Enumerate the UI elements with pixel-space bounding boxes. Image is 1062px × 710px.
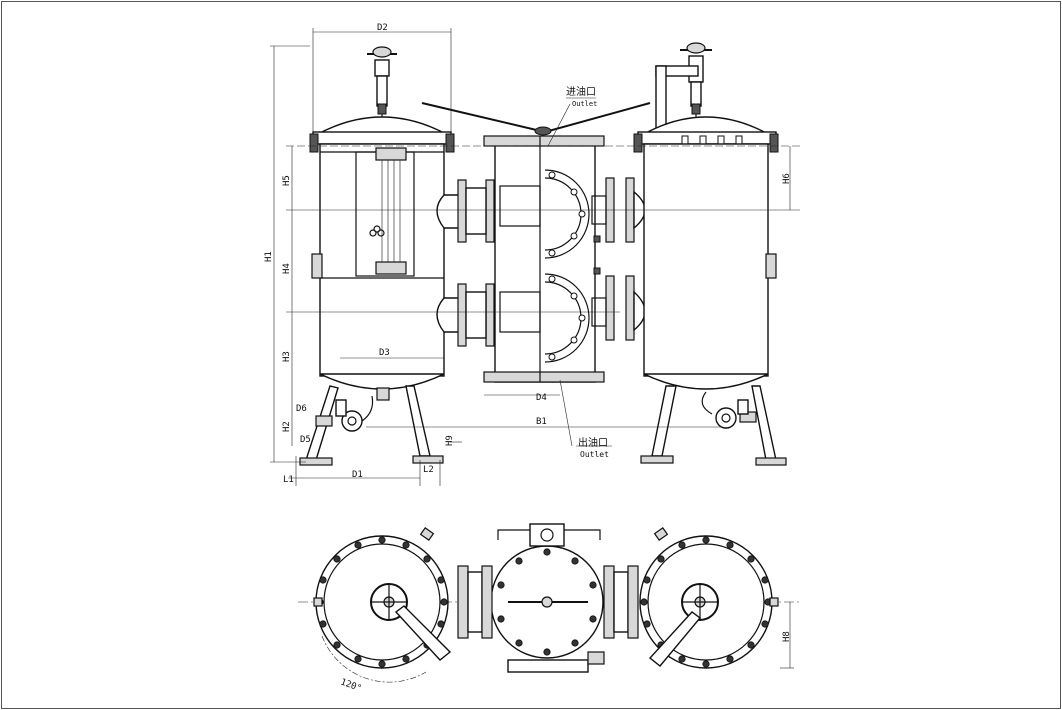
dim-h9-label: H9 <box>445 435 455 446</box>
left-handwheel-icon <box>367 46 397 124</box>
left-lid-handwheel-icon <box>370 583 408 621</box>
dim-d6-label: D6 <box>296 404 307 414</box>
inlet-en-label: Outlet <box>572 100 597 108</box>
changeover-valve <box>421 102 651 383</box>
left-lid: 120° <box>313 527 452 694</box>
dim-b1-label: B1 <box>536 417 547 427</box>
dim-h3-label: H3 <box>282 351 292 362</box>
front-elevation: D2 D3 D4 D1 D5 D6 B1 L1 L2 H1 H2 H3 H4 H… <box>264 23 800 486</box>
dim-l1-label: L1 <box>283 475 294 485</box>
plan-view: 120° <box>298 523 800 694</box>
dim-l2-label: L2 <box>423 465 434 475</box>
inlet-cn-label: 进油口 <box>566 85 596 98</box>
dim-d3-label: D3 <box>379 348 390 358</box>
dim-h5-label: H5 <box>282 175 292 186</box>
angle-label: 120° <box>339 677 363 694</box>
dim-d5-label: D5 <box>300 435 311 445</box>
outlet-en-label: Outlet <box>580 450 609 459</box>
dim-h1-label: H1 <box>264 251 274 262</box>
right-lid <box>639 527 779 669</box>
right-handwheel-icon <box>680 42 712 124</box>
left-filter-vessel <box>299 46 455 466</box>
dim-h6-label: H6 <box>782 173 792 184</box>
dim-h4-label: H4 <box>282 263 292 274</box>
dim-d2-label: D2 <box>377 23 388 33</box>
dim-h8-label: H8 <box>782 631 792 642</box>
right-filter-vessel <box>633 42 787 466</box>
right-lid-handwheel-icon <box>681 583 719 621</box>
valve-plan <box>457 523 639 673</box>
dim-d1-label: D1 <box>352 470 363 480</box>
dim-d4-label: D4 <box>536 393 547 403</box>
outlet-cn-label: 出油口 <box>578 436 608 449</box>
dim-h2-label: H2 <box>282 421 292 432</box>
